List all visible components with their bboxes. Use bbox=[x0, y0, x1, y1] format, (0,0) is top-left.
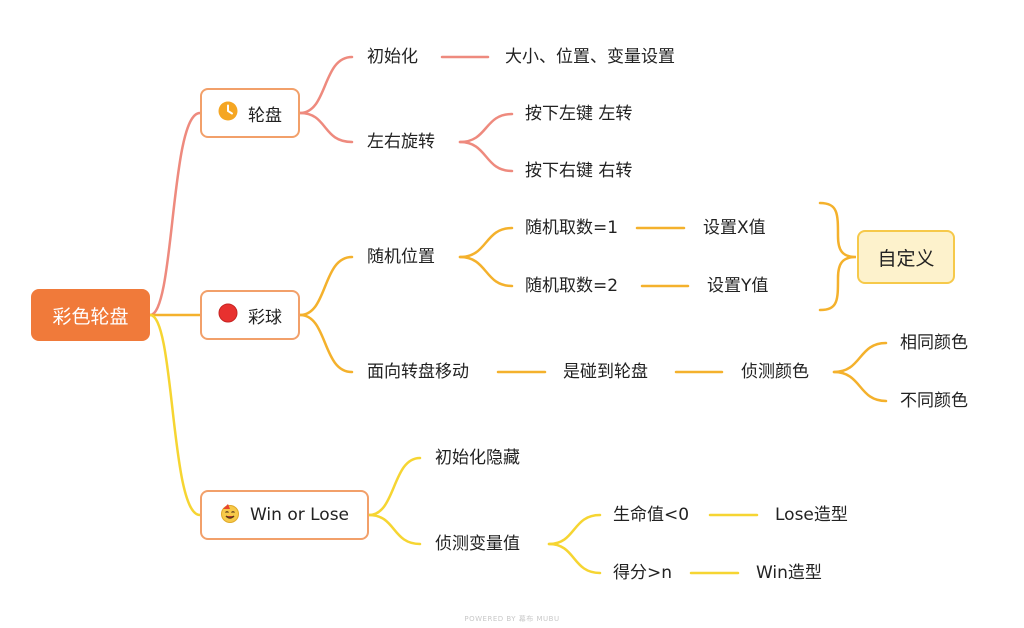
set-y-value[interactable]: 设置Y值 bbox=[707, 276, 769, 296]
link-ball-move bbox=[298, 313, 354, 374]
link-wl-detect bbox=[367, 513, 422, 546]
link-random-opt2 bbox=[458, 255, 514, 288]
link-detect-diff bbox=[832, 370, 888, 403]
custom-label: 自定义 bbox=[877, 247, 935, 270]
link-rotate-left bbox=[458, 112, 514, 144]
link-detect-same bbox=[832, 341, 888, 374]
party-face-icon bbox=[220, 503, 240, 528]
different-color-label[interactable]: 不同颜色 bbox=[900, 391, 968, 411]
ball-label: 彩球 bbox=[248, 307, 282, 328]
link-root-winlose bbox=[148, 313, 202, 517]
root-label: 彩色轮盘 bbox=[52, 305, 129, 328]
set-x-value[interactable]: 设置X值 bbox=[703, 218, 766, 238]
win-or-lose-node[interactable]: Win or Lose bbox=[200, 490, 369, 540]
link-wheel-init bbox=[298, 55, 354, 115]
wheel-init-label[interactable]: 初始化 bbox=[367, 47, 418, 67]
score-over-n-label[interactable]: 得分>n bbox=[613, 563, 673, 583]
life-below-zero-label[interactable]: 生命值<0 bbox=[613, 505, 690, 525]
move-to-wheel-label[interactable]: 面向转盘移动 bbox=[367, 362, 469, 382]
win-costume-label[interactable]: Win造型 bbox=[756, 563, 822, 583]
root-node[interactable]: 彩色轮盘 bbox=[31, 289, 150, 341]
link-wheel-rotate bbox=[298, 111, 354, 144]
powered-by-footer: POWERED BY 幕布 MUBU bbox=[464, 615, 560, 623]
random-opt2[interactable]: 随机取数=2 bbox=[525, 276, 619, 296]
link-rotate-right bbox=[458, 140, 514, 173]
lose-costume-label[interactable]: Lose造型 bbox=[775, 505, 848, 525]
wheel-init-detail[interactable]: 大小、位置、变量设置 bbox=[505, 47, 675, 67]
random-position-label[interactable]: 随机位置 bbox=[367, 247, 435, 267]
link-detect-score bbox=[547, 542, 602, 575]
link-ball-random bbox=[298, 255, 354, 317]
random-opt1[interactable]: 随机取数=1 bbox=[525, 218, 619, 238]
link-root-wheel bbox=[148, 111, 202, 317]
init-hide-label[interactable]: 初始化隐藏 bbox=[435, 448, 520, 468]
link-bracket bbox=[818, 201, 857, 312]
win-or-lose-label: Win or Lose bbox=[249, 505, 350, 525]
custom-node[interactable]: 自定义 bbox=[857, 230, 955, 284]
wheel-label: 轮盘 bbox=[248, 105, 282, 126]
touch-wheel-label[interactable]: 是碰到轮盘 bbox=[563, 362, 648, 382]
clock-icon bbox=[218, 101, 238, 126]
link-detect-life bbox=[547, 513, 602, 546]
wheel-rotate-left[interactable]: 按下左键 左转 bbox=[525, 104, 633, 124]
link-random-opt1 bbox=[458, 226, 514, 259]
detect-color-label[interactable]: 侦测颜色 bbox=[741, 362, 809, 382]
wheel-rotate-right[interactable]: 按下右键 右转 bbox=[525, 161, 633, 181]
red-circle-icon bbox=[218, 303, 238, 328]
ball-node[interactable]: 彩球 bbox=[200, 290, 300, 340]
link-wl-hide bbox=[367, 456, 422, 517]
same-color-label[interactable]: 相同颜色 bbox=[900, 333, 968, 353]
wheel-node[interactable]: 轮盘 bbox=[200, 88, 300, 138]
wheel-rotate-label[interactable]: 左右旋转 bbox=[367, 132, 435, 152]
detect-variable-label[interactable]: 侦测变量值 bbox=[435, 534, 520, 554]
